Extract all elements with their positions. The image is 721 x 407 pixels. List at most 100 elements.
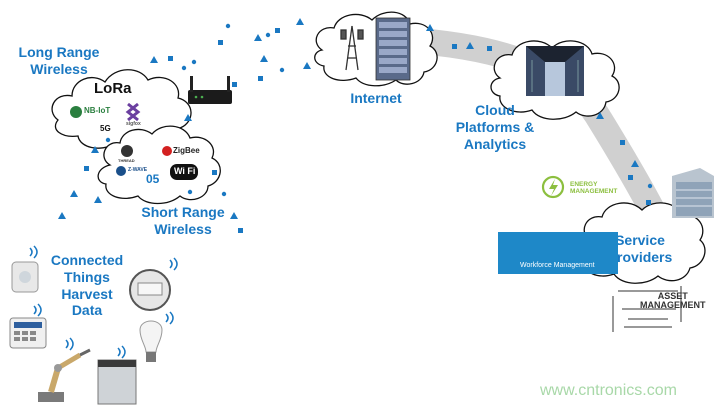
asset-line-1: ASSET [657,291,688,301]
cloud-line-1: Cloud [475,102,515,118]
connected-line-2: Things [64,268,110,285]
nbiot-logo-icon [70,106,82,118]
cloud-line-2: Platforms & [455,118,535,135]
signal-icon [65,339,69,349]
connected-line-1: Connected [50,252,124,268]
trail-square [646,200,651,205]
trail-triangle [303,62,311,69]
signal-icon [165,313,169,323]
zigbee-logo: ZigBee [173,146,200,155]
trail-square [628,175,633,180]
trail-dot [279,67,285,73]
trail-dot [105,137,111,143]
trail-triangle [58,212,66,219]
trail-square [84,166,89,171]
trail-dot [225,23,231,29]
trail-square [212,170,217,175]
energy-line-2: MANAGEMENT [570,188,618,196]
signal-icon [33,305,37,315]
trail-triangle [94,196,102,203]
signal-icon [169,311,174,325]
5g-logo: 5G [100,124,111,133]
long-range-line-2: Wireless [30,60,88,77]
cloud-platform-label: Cloud Platforms & Analytics [440,102,550,152]
short-range-line-2: Wireless [154,220,212,237]
trail-triangle [466,42,474,49]
service-line-1: Service [615,232,665,248]
wifi-logo-icon [170,164,198,180]
trail-dot [647,183,653,189]
lora-logo: LoRa [94,80,132,97]
sigfox-logo-icon [125,102,141,122]
trail-triangle [260,55,268,62]
connected-line-4: Data [71,302,103,319]
trail-square [238,228,243,233]
cell-tower-icon [340,25,364,71]
trail-dot [181,65,187,71]
trail-triangle [296,18,304,25]
asset-wordcloud-icon [612,286,682,332]
dishwasher-icon [97,359,137,405]
signal-icon [169,259,173,269]
trail-triangle [631,160,639,167]
trail-triangle [150,56,158,63]
workforce-label: Workforce Management [520,262,595,269]
energy-management-label: ENERGY MANAGEMENT [570,181,617,195]
trail-triangle [230,212,238,219]
short-range-label: Short Range Wireless [128,204,238,238]
trail-square [275,28,280,33]
nbiot-logo: NB-IoT [84,106,111,115]
trail-dot [221,191,227,197]
service-providers-label: Service Providers [592,232,688,266]
trail-triangle [254,34,262,41]
internet-label: Internet [350,90,402,106]
data-trail [58,18,653,233]
signal-icon [37,303,42,317]
robot-arm-icon [38,348,91,402]
signal-icon [121,345,126,359]
trail-square [168,56,173,61]
asset-management-label: ASSET MANAGEMENT [640,291,706,311]
smart-meter-icon [129,269,171,311]
datacenter-icon [526,46,584,96]
trail-triangle [184,114,192,121]
signal-icon [117,347,121,357]
watermark: www.cntronics.com [540,382,677,399]
trail-square [258,76,263,81]
trail-triangle [70,190,78,197]
thread-logo-icon [121,145,133,157]
asset-line-2: MANAGEMENT [640,300,706,311]
service-line-2: Providers [607,248,673,265]
building-icon [672,168,714,218]
connected-things-label: Connected Things Harvest Data [32,252,142,319]
trail-triangle [91,146,99,153]
energy-icon [541,175,565,199]
long-range-line-1: Long Range [18,44,100,60]
long-range-label: Long Range Wireless [4,44,114,78]
trail-triangle [426,24,434,31]
trail-dot [265,32,271,38]
trail-dot [187,189,193,195]
short-range-line-1: Short Range [141,204,225,220]
trail-square [232,82,237,87]
zero-five-logo: 05 [146,172,160,186]
motion-sensor-icon [11,261,39,293]
zwave-logo: Z-WAVE [128,167,148,173]
smart-bulb-icon [139,320,163,362]
energy-line-1: ENERGY [570,181,598,188]
security-keypad-icon [9,317,47,349]
server-rack-icon [375,17,411,81]
sigfox-logo: sigfox [126,121,141,127]
zwave-logo-icon [116,166,126,176]
signal-icon [33,245,38,259]
trail-square [487,46,492,51]
trail-dot [191,59,197,65]
signal-icon [69,337,74,351]
trail-square [452,44,457,49]
trail-triangle [596,112,604,119]
workforce-banner [498,232,618,274]
router-icon [188,76,232,104]
signal-icon [173,257,178,271]
signal-icon [29,247,33,257]
trail-square [620,140,625,145]
